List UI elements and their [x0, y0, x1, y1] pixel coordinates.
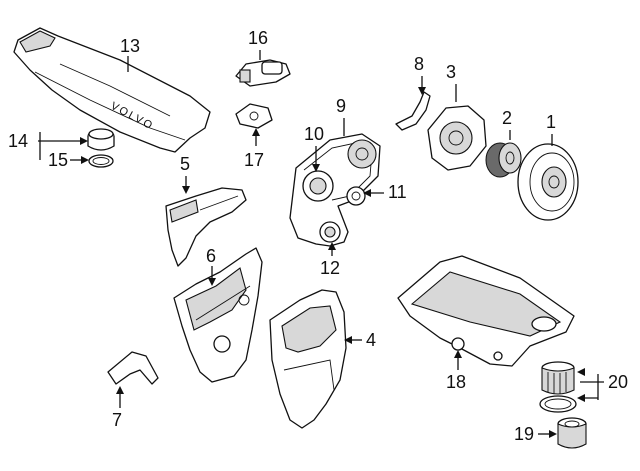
oil-filter-housing-part [557, 417, 587, 449]
camshaft-sensor-part [235, 59, 291, 87]
engine-cover-part: VOLVO [13, 27, 211, 153]
callout-8: 8 [414, 54, 424, 74]
rear-timing-cover-part [173, 247, 263, 383]
callout-18: 18 [446, 372, 466, 392]
callout-2: 2 [502, 108, 512, 128]
callout-19: 19 [514, 424, 534, 444]
sensor-bracket-part [235, 103, 273, 129]
callout-9: 9 [336, 96, 346, 116]
crankshaft-sprocket-part [485, 142, 522, 178]
oil-pump-part [427, 105, 487, 171]
oil-filter-seal-part [539, 395, 577, 413]
oil-pan-part [397, 255, 575, 367]
upper-timing-cover-part [165, 187, 247, 267]
guide-rail-part [395, 91, 431, 131]
lower-timing-cover-part [269, 289, 347, 429]
crankshaft-pulley-part [517, 143, 579, 221]
callout-4: 4 [366, 330, 376, 350]
callout-17: 17 [244, 150, 264, 170]
small-bracket-part [107, 351, 159, 385]
callout-11: 11 [388, 182, 407, 202]
callout-5: 5 [180, 154, 190, 174]
oil-filler-cap-part [87, 128, 115, 151]
callout-12: 12 [320, 258, 340, 278]
crankshaft-gear-part [319, 221, 341, 243]
callout-13: 13 [120, 36, 140, 56]
filler-cap-seal-part [88, 154, 114, 168]
oil-filter-element-part [541, 361, 575, 395]
callout-10: 10 [304, 124, 324, 144]
callout-1: 1 [546, 112, 556, 132]
callout-20: 20 [608, 372, 628, 392]
timing-belt-part [289, 133, 381, 247]
callout-6: 6 [206, 246, 216, 266]
callout-3: 3 [446, 62, 456, 82]
callout-16: 16 [248, 28, 268, 48]
timing-tensioner-part [302, 170, 334, 202]
callout-7: 7 [112, 410, 122, 430]
callout-15: 15 [48, 150, 68, 170]
idler-pulley-part [346, 186, 366, 206]
callout-14: 14 [8, 131, 28, 151]
